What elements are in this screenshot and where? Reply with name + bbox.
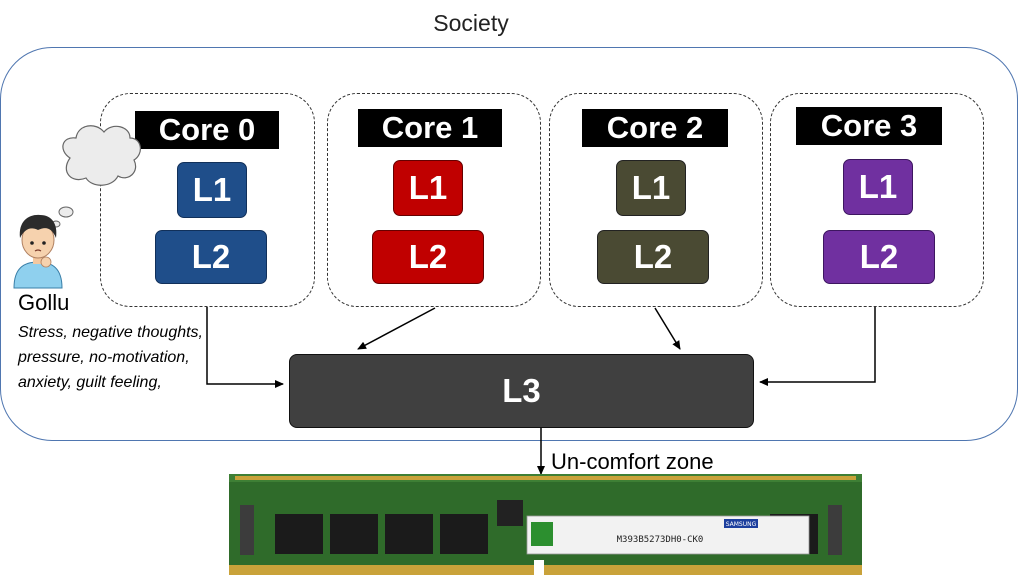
core-3-box: Core 3 L1 L2 (770, 93, 984, 307)
core-3-label: Core 3 (796, 107, 942, 145)
svg-text:M393B5273DH0-CK0: M393B5273DH0-CK0 (617, 535, 704, 545)
core-0-l1-cache: L1 (177, 162, 247, 218)
core-2-box: Core 2 L1 L2 (549, 93, 763, 307)
arrow-core-3-to-l3 (759, 307, 876, 386)
core-2-label: Core 2 (582, 109, 728, 147)
core-2-l1-cache: L1 (616, 160, 686, 216)
core-0-box: Core 0 L1 L2 (100, 93, 315, 307)
arrow-core-0-to-l3 (206, 307, 284, 388)
society-title: Society (433, 10, 509, 36)
society-boundary (0, 47, 1018, 441)
thought-cloud-icon (51, 125, 141, 228)
core-1-l2-cache: L2 (372, 230, 484, 284)
core-0-label: Core 0 (135, 111, 279, 149)
core-1-label: Core 1 (358, 109, 502, 147)
person-thoughts: Stress, negative thoughts, pressure, no-… (18, 324, 203, 391)
core-1-box: Core 1 L1 L2 (327, 93, 541, 307)
core-3-l2-cache: L2 (823, 230, 935, 284)
memory-module-icon: SAMSUNG M393B5273DH0-CK0 (229, 474, 862, 575)
person-name: Gollu (18, 290, 70, 315)
arrow-core-1-to-l3 (357, 307, 436, 350)
memory-zone-label: Un-comfort zone (551, 449, 714, 474)
core-1-l1-cache: L1 (393, 160, 463, 216)
person-avatar-icon (13, 214, 63, 289)
core-2-l2-cache: L2 (597, 230, 709, 284)
core-0-l2-cache: L2 (155, 230, 267, 284)
arrow-core-2-to-l3 (654, 307, 681, 350)
l3-cache: L3 (289, 354, 754, 428)
core-3-l1-cache: L1 (843, 159, 913, 215)
svg-text:SAMSUNG: SAMSUNG (726, 521, 757, 528)
